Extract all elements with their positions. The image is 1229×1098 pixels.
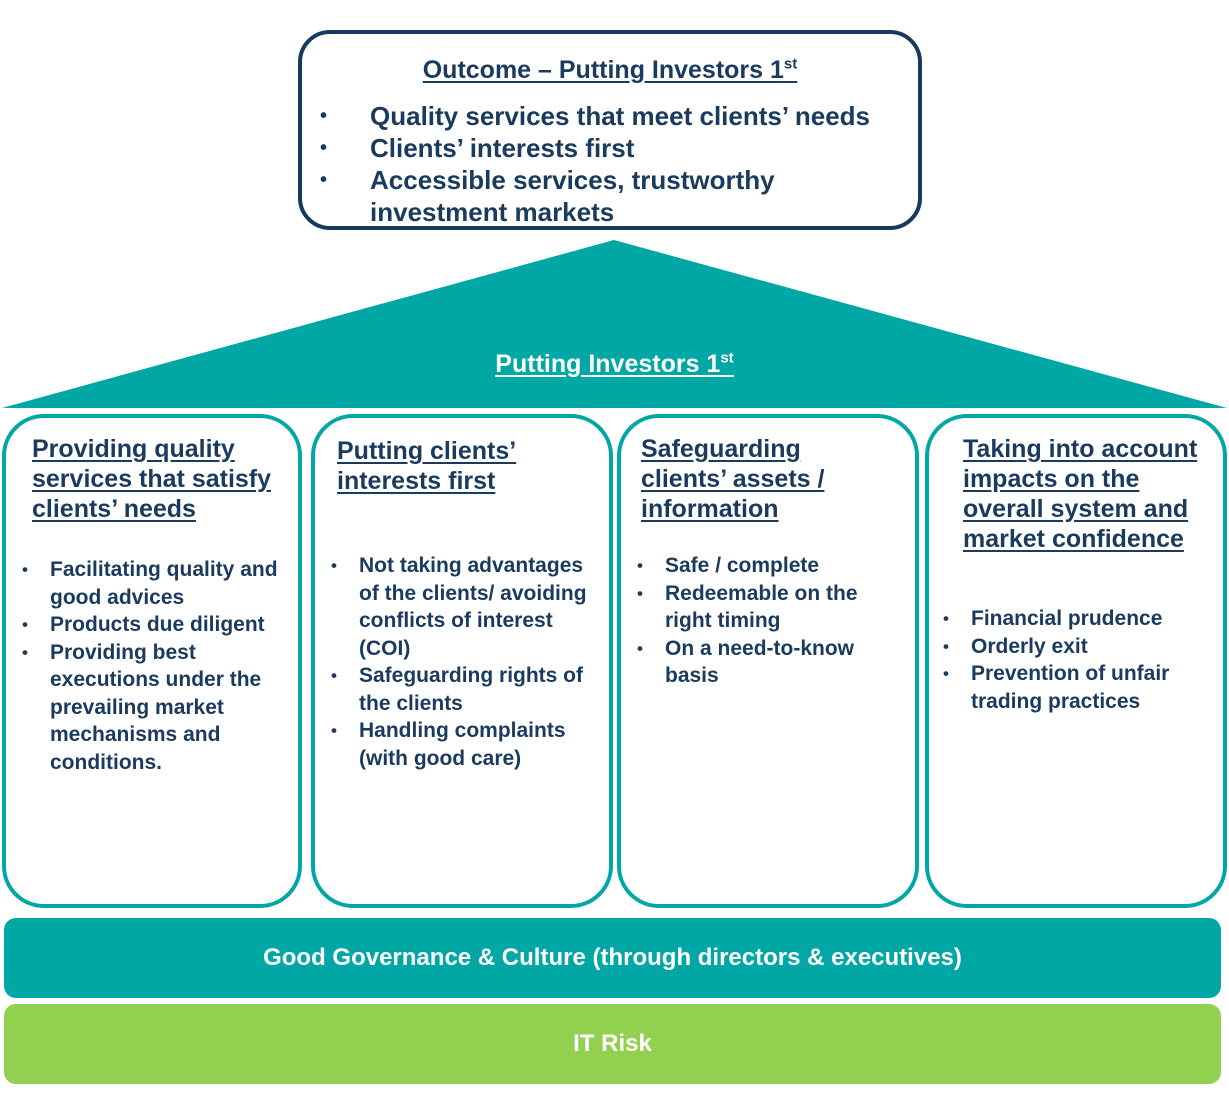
it-risk-bar: IT Risk: [4, 1004, 1221, 1084]
pillar-item: Orderly exit: [943, 633, 1213, 661]
pillar-item: Safeguarding rights of the clients: [331, 662, 591, 717]
pillar-item-list: Facilitating quality and good advices Pr…: [22, 556, 300, 776]
pillar-market-confidence: Taking into account impacts on the overa…: [925, 414, 1227, 908]
pillar-clients-interests: Putting clients’ interests first Not tak…: [311, 414, 613, 908]
pillar-item: On a need-to-know basis: [637, 635, 907, 690]
roof-shape: [2, 240, 1227, 408]
governance-label: Good Governance & Culture (through direc…: [263, 944, 962, 971]
pillar-item: Handling complaints (with good care): [331, 717, 591, 772]
outcome-title: Outcome – Putting Investors 1st: [422, 55, 798, 84]
pillar-item: Financial prudence: [943, 605, 1213, 633]
pillar-title: Providing quality services that satisfy …: [32, 435, 272, 523]
governance-bar: Good Governance & Culture (through direc…: [4, 918, 1221, 998]
pillar-title: Safeguarding clients’ assets / informati…: [641, 435, 825, 523]
pillar-item: Facilitating quality and good advices: [22, 556, 300, 611]
pillar-quality-services: Providing quality services that satisfy …: [2, 414, 302, 908]
pillar-item: Not taking advantages of the clients/ av…: [331, 552, 591, 662]
pillar-item: Prevention of unfair trading practices: [943, 660, 1213, 715]
it-risk-label: IT Risk: [573, 1030, 652, 1057]
outcome-box: Outcome – Putting Investors 1st Quality …: [298, 30, 922, 230]
roof-label: Putting Investors 1st: [495, 349, 734, 378]
outcome-bullet-list: Quality services that meet clients’ need…: [320, 100, 910, 228]
pillar-item: Providing best executions under the prev…: [22, 639, 300, 777]
roof-triangle: [2, 240, 1227, 408]
pillar-item-list: Financial prudence Orderly exit Preventi…: [943, 605, 1213, 715]
pillar-item-list: Safe / complete Redeemable on the right …: [637, 552, 907, 690]
pillar-safeguarding-assets: Safeguarding clients’ assets / informati…: [617, 414, 919, 908]
pillar-item-list: Not taking advantages of the clients/ av…: [331, 552, 591, 772]
pillar-title: Putting clients’ interests first: [337, 437, 517, 495]
pillar-item: Redeemable on the right timing: [637, 580, 907, 635]
pillar-item: Safe / complete: [637, 552, 907, 580]
outcome-bullet: Accessible services, trustworthy investm…: [320, 164, 910, 228]
pillar-item: Products due diligent: [22, 611, 300, 639]
pillar-title: Taking into account impacts on the overa…: [963, 435, 1198, 553]
outcome-bullet: Clients’ interests first: [320, 132, 910, 164]
outcome-bullet: Quality services that meet clients’ need…: [320, 100, 910, 132]
